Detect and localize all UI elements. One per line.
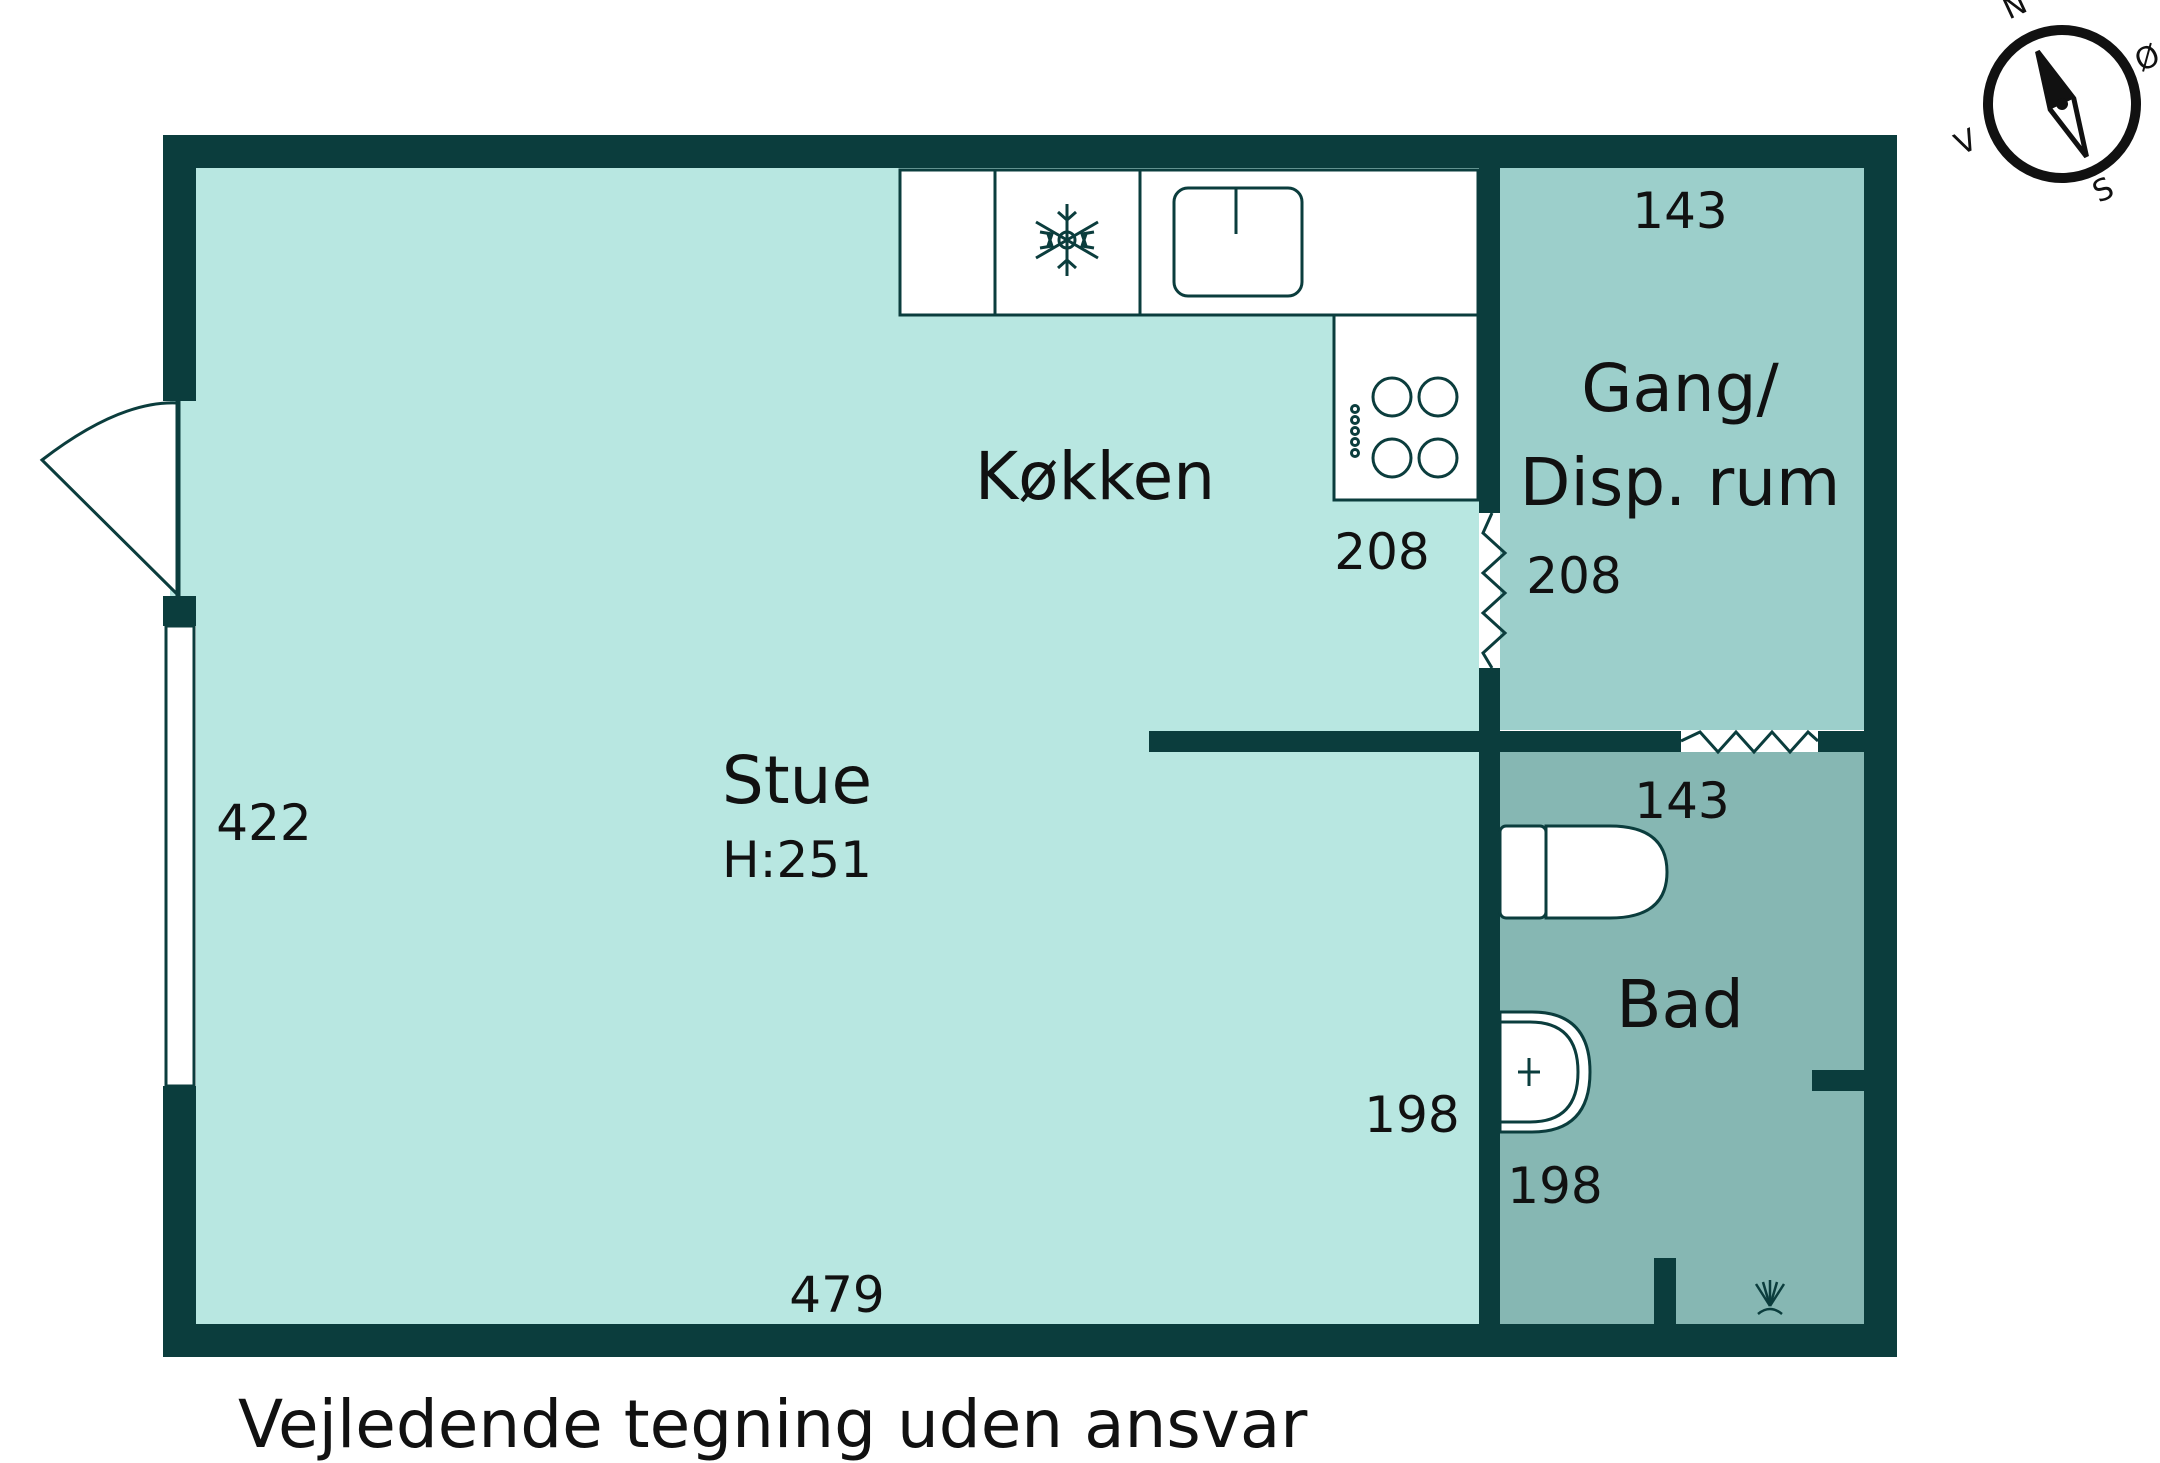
kokken-dim: 208 xyxy=(1334,523,1430,581)
stue-height-dim: 422 xyxy=(216,794,312,852)
sink xyxy=(1498,1010,1592,1134)
kokken-label: Køkken xyxy=(974,438,1216,515)
interior-walls xyxy=(1149,168,1864,1324)
bad-width-dim: 143 xyxy=(1634,772,1730,830)
snowflake-icon xyxy=(1035,204,1099,276)
stue-label: Stue xyxy=(721,742,873,819)
caption: Vejledende tegning uden ansvar xyxy=(238,1386,1308,1463)
gang-label-line2: Disp. rum xyxy=(1519,444,1841,521)
stove xyxy=(1350,376,1459,479)
toilet xyxy=(1498,824,1669,920)
stue-width-dim: 479 xyxy=(789,1266,885,1324)
gang-floor xyxy=(1500,168,1864,730)
compass-icon xyxy=(1983,25,2141,183)
gang-width-dim: 143 xyxy=(1632,182,1728,240)
sliding-door-bad xyxy=(1680,729,1820,755)
sliding-door-gang xyxy=(1480,512,1508,669)
entry-door xyxy=(39,401,196,597)
bad-label: Bad xyxy=(1616,966,1744,1043)
shower-icon xyxy=(1754,1280,1786,1315)
window xyxy=(164,624,196,1088)
gang-label-line1: Gang/ xyxy=(1581,350,1779,427)
gang-height-dim: 208 xyxy=(1526,547,1622,605)
bad-height-dim: 198 xyxy=(1507,1157,1603,1215)
outer-walls xyxy=(163,135,1897,1357)
stue-height-label: H:251 xyxy=(722,831,872,889)
bad-stue-side-dim: 198 xyxy=(1364,1086,1460,1144)
